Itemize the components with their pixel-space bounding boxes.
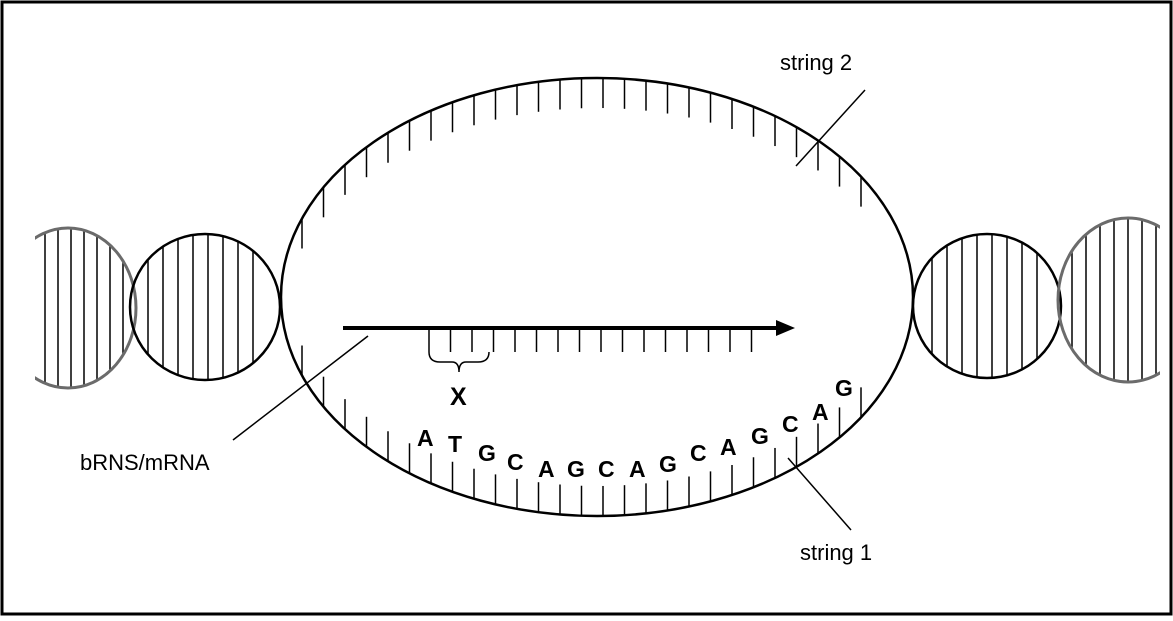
string2-label: string 2 (780, 50, 852, 75)
string1-base: G (478, 440, 496, 466)
string1-base: C (690, 440, 707, 466)
string1-base: T (448, 431, 462, 457)
string1-base: G (567, 456, 585, 482)
right-helix-circle (911, 232, 1063, 380)
string2-ticks (301, 78, 862, 249)
string1-label: string 1 (800, 540, 872, 565)
string1-base: A (629, 456, 646, 482)
string2-leader (795, 89, 866, 167)
transcription-bubble (279, 76, 915, 518)
mrna-label: bRNS/mRNA (80, 450, 210, 475)
string1-base: A (812, 399, 829, 425)
mrna-leader (232, 335, 369, 441)
string1-base: G (751, 423, 769, 449)
string1-base: C (598, 456, 615, 482)
string1-base: G (659, 451, 677, 477)
mrna-strand (343, 320, 795, 352)
string1-base: A (417, 425, 434, 451)
string1-base: A (720, 434, 737, 460)
codon-label: X (450, 383, 467, 411)
mrna-ticks (428, 328, 753, 352)
string1-base: A (538, 456, 555, 482)
left-helix-outer (35, 226, 138, 390)
string1-base: C (782, 411, 799, 437)
string1-leader (787, 457, 852, 531)
string1-ticks (301, 345, 862, 516)
right-helix-outer (1056, 216, 1160, 384)
string1-base: C (507, 449, 524, 475)
codon-brace (428, 351, 490, 373)
left-helix-circle (128, 232, 282, 382)
string1-base: G (835, 375, 853, 401)
